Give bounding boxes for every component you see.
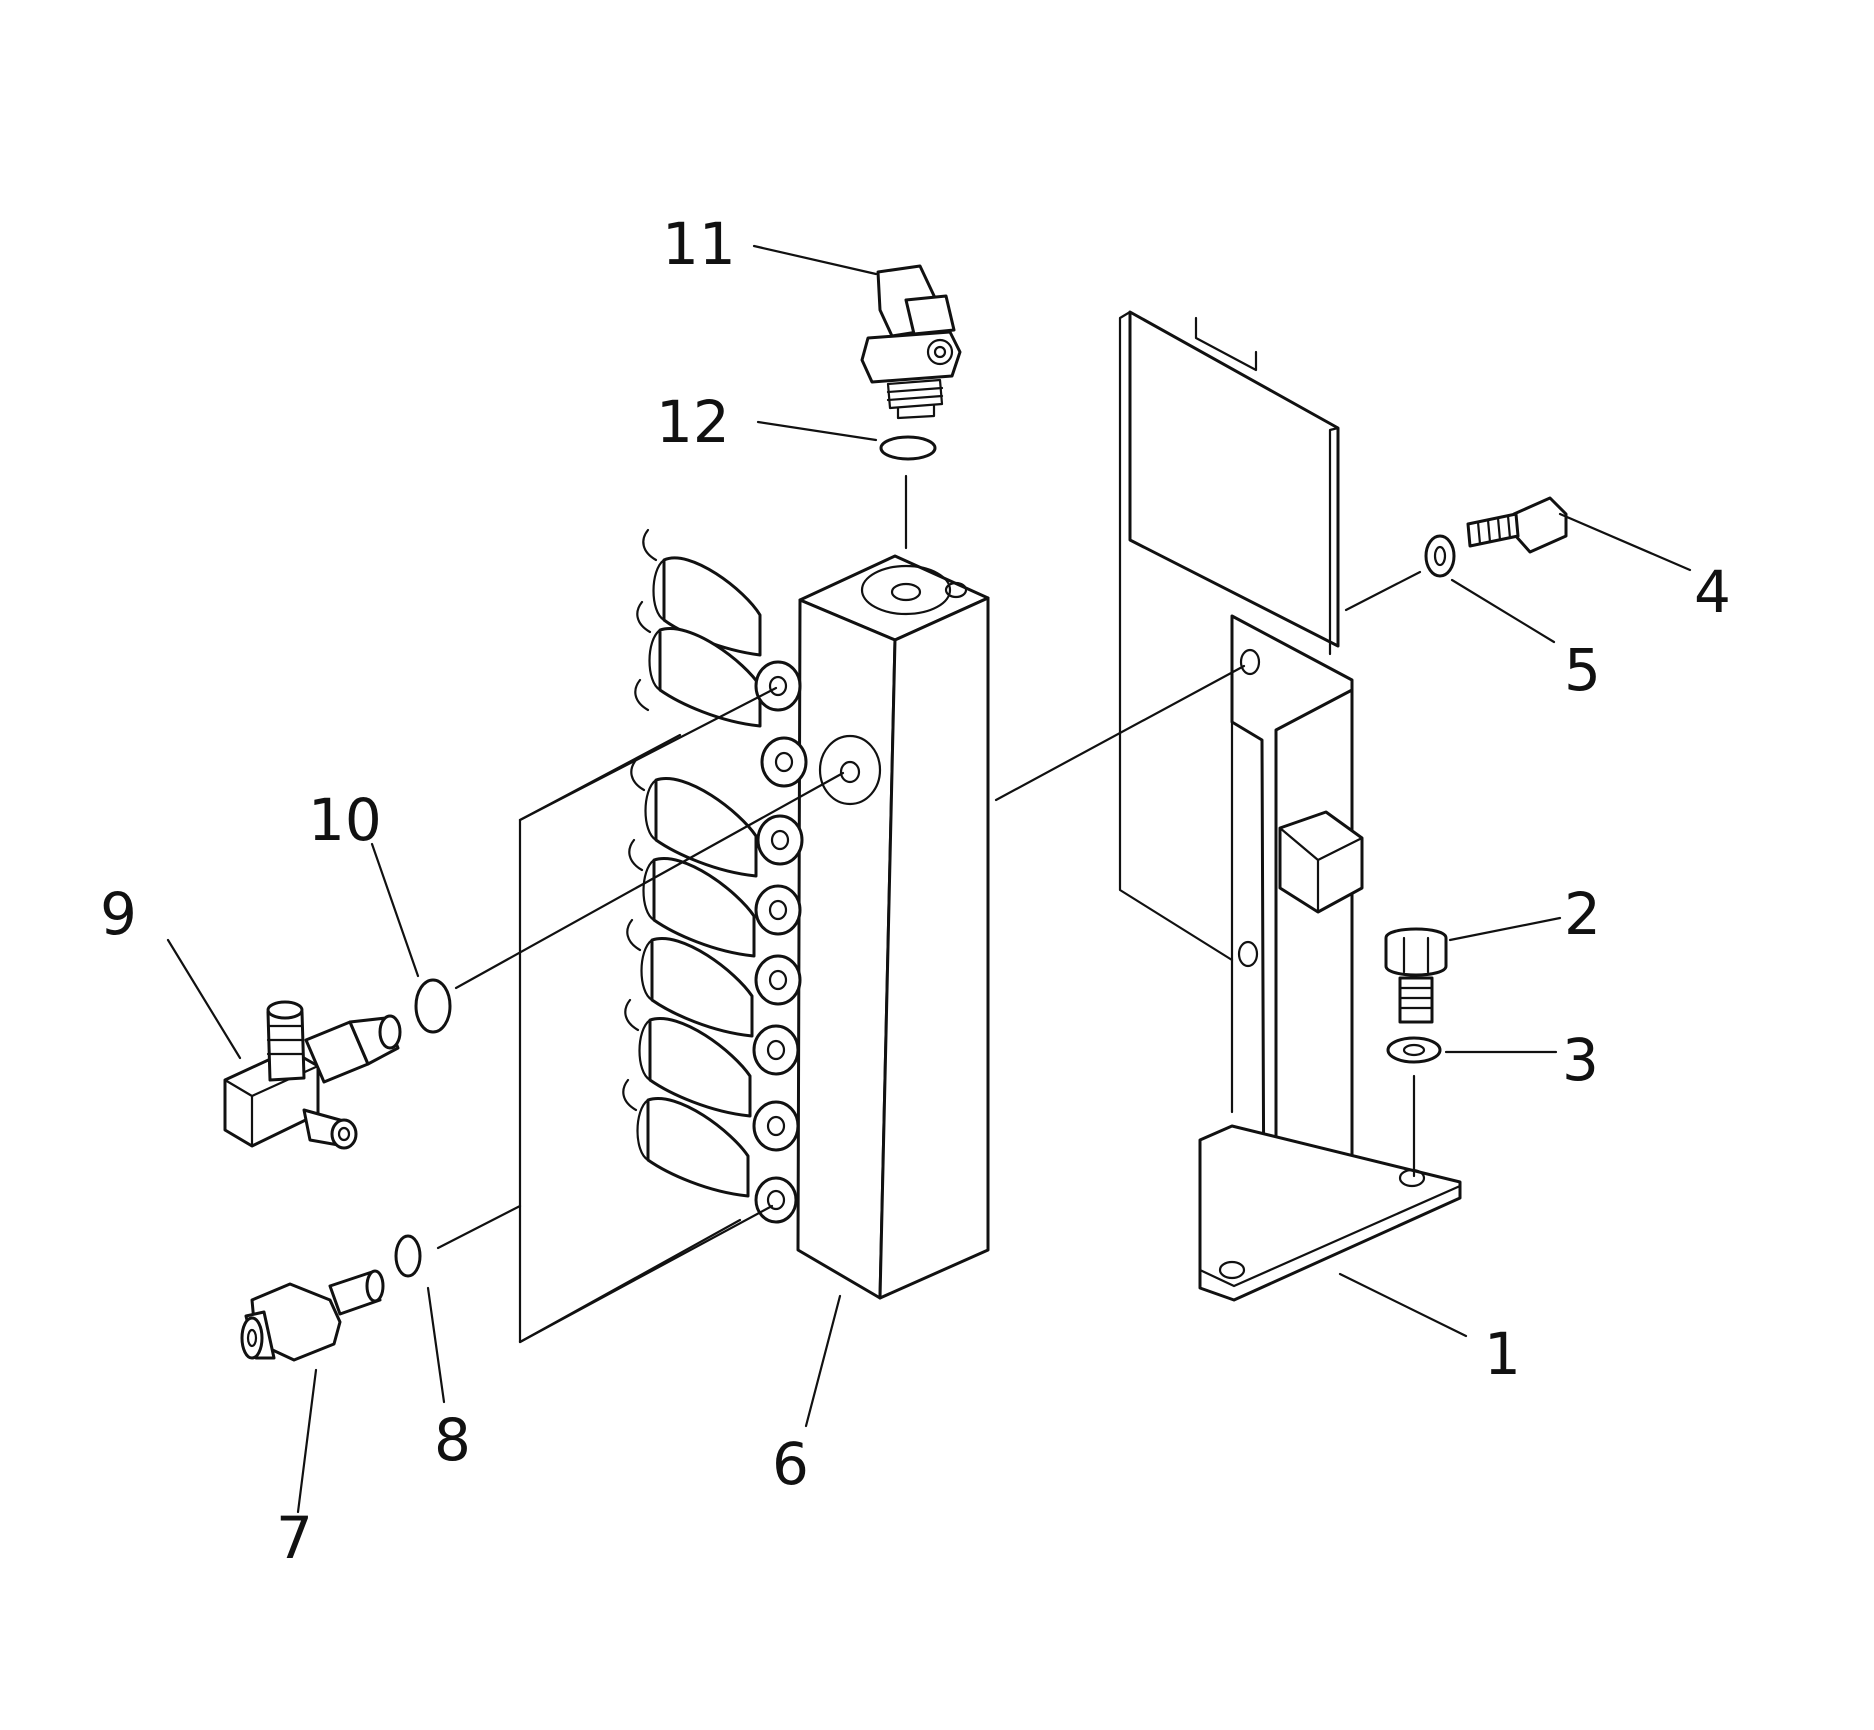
part-9-tee-fitting (223, 1000, 402, 1150)
callout-6: 6 (772, 1430, 809, 1498)
leader-5 (1450, 578, 1556, 644)
callout-1: 1 (1484, 1320, 1521, 1388)
part-11-elbow-fitting (860, 264, 962, 420)
leader-7 (296, 1368, 318, 1514)
part-7-straight-fitting (240, 1269, 385, 1362)
leader-8 (426, 1286, 446, 1404)
assembly-lines (436, 570, 1422, 1344)
leader-11 (752, 244, 878, 276)
leader-9 (166, 938, 242, 1060)
valve-ports (752, 660, 808, 1224)
part-5-washer (1424, 534, 1456, 578)
part-10-o-ring (414, 978, 452, 1034)
leader-1 (1338, 1272, 1468, 1338)
part-8-o-ring (394, 1234, 422, 1278)
leader-6 (804, 1294, 842, 1428)
part-6-manifold-valve-block (518, 528, 990, 1344)
part-2-bolt (1384, 927, 1448, 1024)
callout-10: 10 (308, 786, 382, 854)
callout-11: 11 (662, 210, 736, 278)
solenoid-coils (622, 528, 762, 1198)
leader-10 (370, 842, 420, 978)
callout-12: 12 (656, 388, 730, 456)
callout-9: 9 (100, 880, 137, 948)
leader-lines (166, 244, 1692, 1514)
part-12-o-ring (879, 435, 937, 461)
callout-7: 7 (276, 1504, 313, 1572)
part-3-washer (1386, 1036, 1442, 1064)
leader-4 (1558, 512, 1692, 572)
callout-8: 8 (434, 1406, 471, 1474)
callout-2: 2 (1564, 880, 1601, 948)
part-3-washer-hole (1402, 1043, 1426, 1057)
part-5-washer-hole (1433, 545, 1447, 567)
callout-labels: 1 2 3 4 5 6 7 8 9 10 11 12 (100, 210, 1731, 1572)
callout-3: 3 (1562, 1026, 1599, 1094)
leader-2 (1448, 916, 1562, 942)
leader-12 (756, 420, 878, 442)
callout-5: 5 (1564, 636, 1601, 704)
part-1-mounting-bracket (1118, 310, 1462, 1302)
part-4-bolt (1466, 496, 1568, 554)
callout-4: 4 (1694, 558, 1731, 626)
